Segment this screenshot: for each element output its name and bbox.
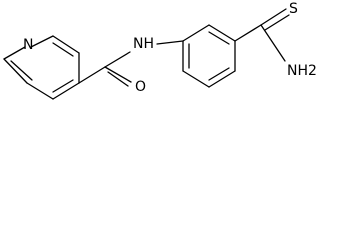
- bond-b5-b6: [182, 70, 210, 88]
- atom-thio-s: S: [289, 1, 298, 17]
- bond-b4-b5: [208, 70, 236, 88]
- bond-n-c2: [30, 35, 54, 48]
- bond-thiocarbon-s-double: [264, 14, 290, 31]
- bond-c6b-c6-inner: [10, 60, 33, 81]
- bond-c5-c6b: [26, 82, 54, 100]
- bond-thiocarbon-nh2: [260, 24, 286, 62]
- bond-c3-carbonyl: [78, 66, 106, 84]
- bond-c4-c5-inner: [52, 79, 74, 93]
- bond-b3-thiocarbon: [234, 24, 262, 42]
- bond-carbonyl-nh: [104, 51, 131, 68]
- atom-pyridine-n: N: [23, 37, 33, 53]
- atom-amide-o: O: [135, 79, 146, 95]
- amide-group: [78, 40, 184, 87]
- atom-amide-nh: NH: [133, 36, 154, 52]
- chemical-structure: N O NH S NH2: [3, 1, 317, 100]
- bond-thiocarbon-s: [260, 8, 287, 26]
- bond-carbonyl-o: [104, 66, 132, 83]
- bond-c2-c3: [52, 35, 80, 54]
- bond-b2-b3-inner: [208, 31, 230, 45]
- atom-thio-nh2: NH2: [287, 63, 317, 79]
- benzene-ring: [182, 24, 236, 88]
- bond-b1-b2: [182, 24, 210, 42]
- bond-c6b-c6: [3, 58, 28, 84]
- bond-n-c6: [3, 46, 26, 60]
- bond-b2-b3: [208, 24, 236, 42]
- thioamide-group: [234, 8, 290, 62]
- pyridine-ring: [3, 35, 80, 100]
- bond-c4-c5: [52, 82, 80, 100]
- bond-c2-c3-inner: [52, 42, 74, 57]
- bond-b4-b5-inner: [208, 67, 230, 81]
- bond-carbonyl-o-double: [107, 71, 129, 87]
- bond-nh-aryl: [156, 40, 184, 45]
